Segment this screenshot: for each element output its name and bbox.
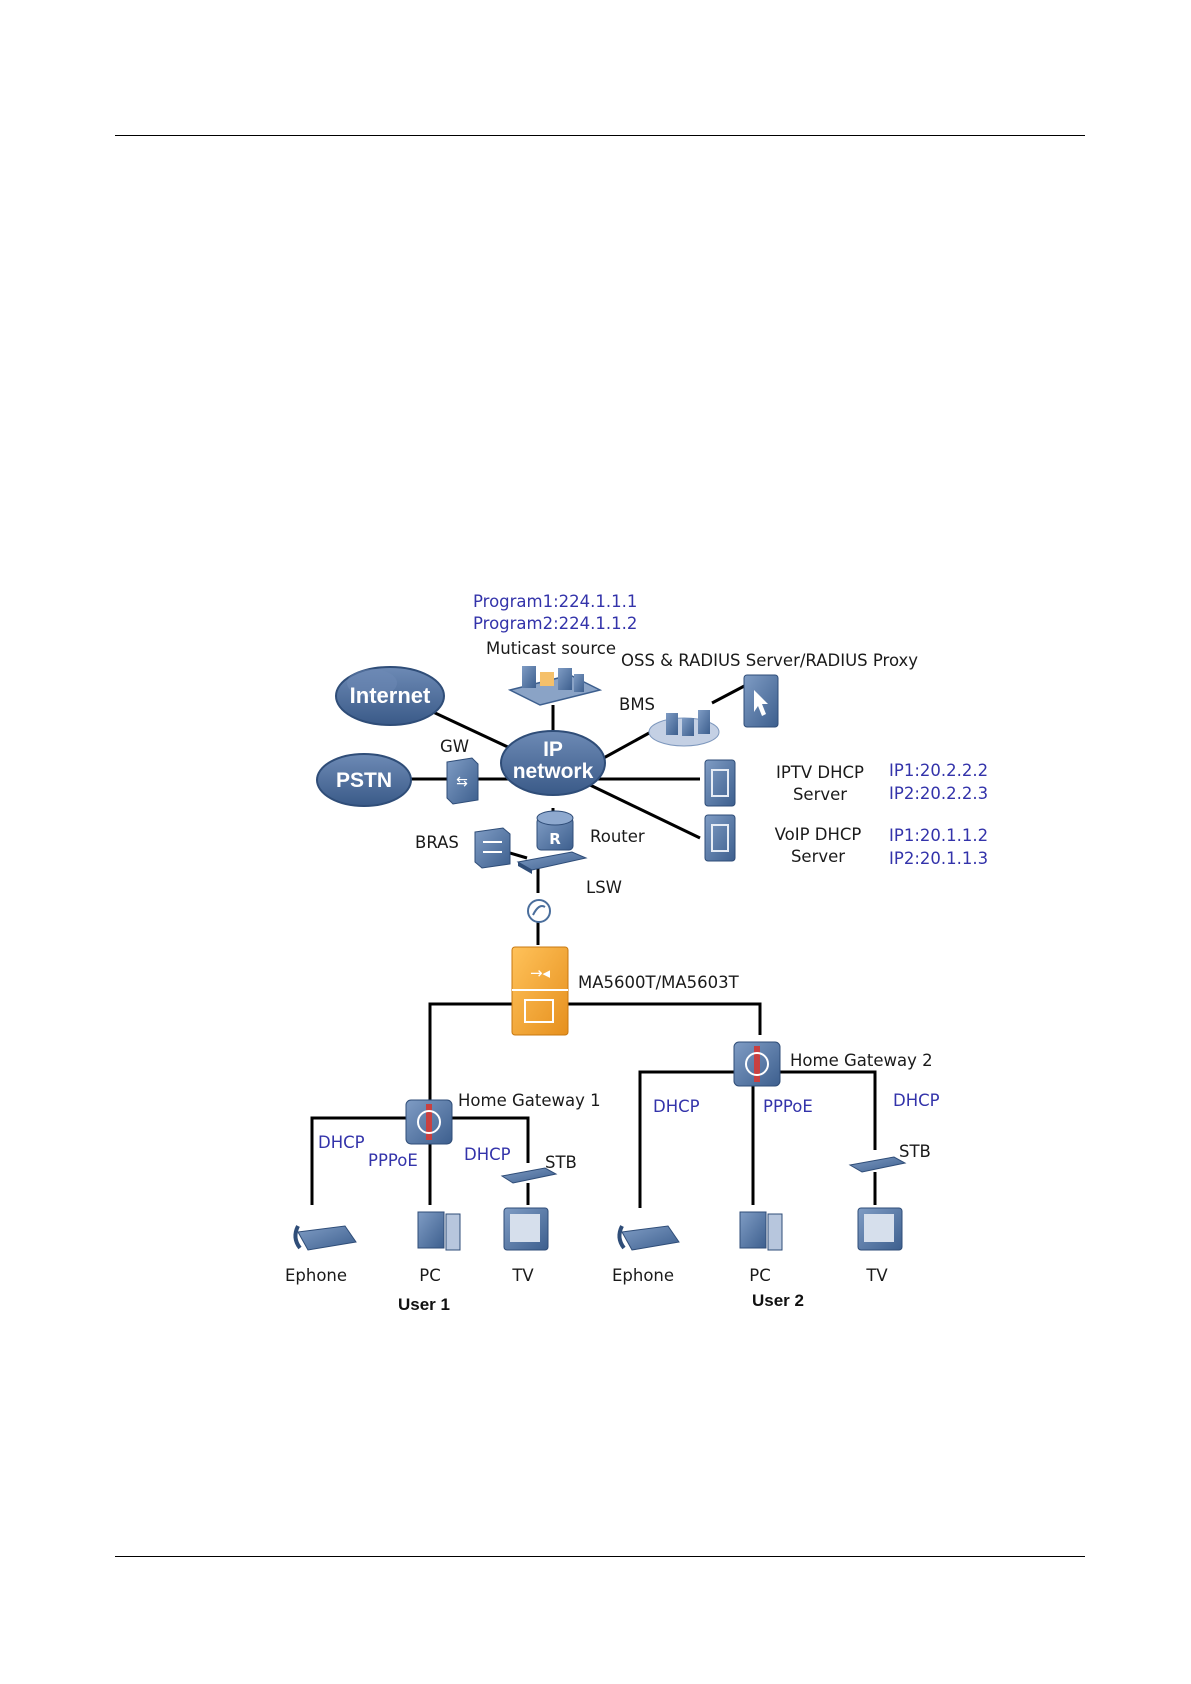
home-gateway-1-label: Home Gateway 1 xyxy=(458,1091,601,1110)
user1-pppoe: PPPoE xyxy=(368,1151,418,1170)
user2-stb-icon xyxy=(848,1156,907,1173)
user1-stb-icon xyxy=(500,1167,558,1184)
gw-icon: ⇆ xyxy=(446,757,479,805)
bras-icon xyxy=(474,827,511,869)
voip-ip1: IP1:20.1.1.2 xyxy=(889,826,988,845)
user2-tv-label: TV xyxy=(865,1266,888,1285)
voip-dhcp-server-icon xyxy=(704,814,736,862)
home-gateway-2-icon xyxy=(733,1041,781,1087)
program2-label: Program2:224.1.1.2 xyxy=(473,614,637,633)
iptv-ip2: IP2:20.2.2.3 xyxy=(889,784,988,803)
multicast-source-icon xyxy=(507,666,603,706)
user1-title: User 1 xyxy=(398,1295,450,1314)
user2-pc-icon xyxy=(739,1211,783,1251)
user1-tv-label: TV xyxy=(511,1266,534,1285)
router-label: Router xyxy=(590,827,645,846)
user1-stb-label: STB xyxy=(545,1153,577,1172)
user1-pc-label: PC xyxy=(419,1266,440,1285)
iptv-server-label-line1: IPTV DHCP xyxy=(776,763,864,782)
ip-network-label-line2: network xyxy=(513,760,594,783)
home-gateway-1-icon xyxy=(405,1099,453,1145)
lsw-icon xyxy=(516,851,588,874)
user2-dhcp-left: DHCP xyxy=(653,1097,700,1116)
svg-text:R: R xyxy=(549,830,561,848)
ip-network-cloud: IP network xyxy=(500,730,606,796)
user2-stb-label: STB xyxy=(899,1142,931,1161)
program1-label: Program1:224.1.1.1 xyxy=(473,592,637,611)
internet-label: Internet xyxy=(350,683,431,708)
bms-label: BMS xyxy=(619,695,655,714)
svg-text:⇆: ⇆ xyxy=(456,774,468,790)
iptv-ip1: IP1:20.2.2.2 xyxy=(889,761,988,780)
user1-dhcp-right: DHCP xyxy=(464,1145,511,1164)
olt-icon: →◂ xyxy=(511,946,569,1036)
oss-label: OSS & RADIUS Server/RADIUS Proxy xyxy=(621,651,918,670)
user2-ephone-label: Ephone xyxy=(612,1266,674,1285)
pstn-cloud: PSTN xyxy=(316,753,412,807)
oss-server-icon xyxy=(743,674,779,728)
gw-label: GW xyxy=(440,737,469,756)
internet-cloud: Internet xyxy=(335,666,445,726)
user2-tv-icon xyxy=(857,1207,903,1251)
multicast-source-label: Muticast source xyxy=(486,639,616,658)
user1-pc-icon xyxy=(417,1211,461,1251)
voip-server-label-line1: VoIP DHCP xyxy=(775,825,862,844)
user1-tv-icon xyxy=(503,1207,549,1251)
voip-server-label-line2: Server xyxy=(791,847,845,866)
bras-label: BRAS xyxy=(415,833,459,852)
lsw-label: LSW xyxy=(586,878,622,897)
voip-ip2: IP2:20.1.1.3 xyxy=(889,849,988,868)
user2-title: User 2 xyxy=(752,1291,804,1310)
olt-label: MA5600T/MA5603T xyxy=(578,973,740,992)
user1-ephone-label: Ephone xyxy=(285,1266,347,1285)
user2-pppoe: PPPoE xyxy=(763,1097,813,1116)
header-rule xyxy=(115,135,1085,136)
user2-ephone-icon xyxy=(617,1225,680,1251)
pstn-label: PSTN xyxy=(336,769,392,792)
svg-text:→◂: →◂ xyxy=(530,964,551,982)
user1-ephone-icon xyxy=(293,1225,357,1251)
user2-pc-label: PC xyxy=(749,1266,770,1285)
bms-icon xyxy=(648,710,720,747)
ip-network-label-line1: IP xyxy=(543,738,563,761)
router-icon: R xyxy=(536,810,574,851)
iptv-dhcp-server-icon xyxy=(704,759,736,807)
splitter-icon xyxy=(527,899,551,923)
user2-dhcp-right: DHCP xyxy=(893,1091,940,1110)
footer-rule xyxy=(115,1556,1085,1557)
iptv-server-label-line2: Server xyxy=(793,785,847,804)
user1-dhcp-left: DHCP xyxy=(318,1133,365,1152)
home-gateway-2-label: Home Gateway 2 xyxy=(790,1051,933,1070)
